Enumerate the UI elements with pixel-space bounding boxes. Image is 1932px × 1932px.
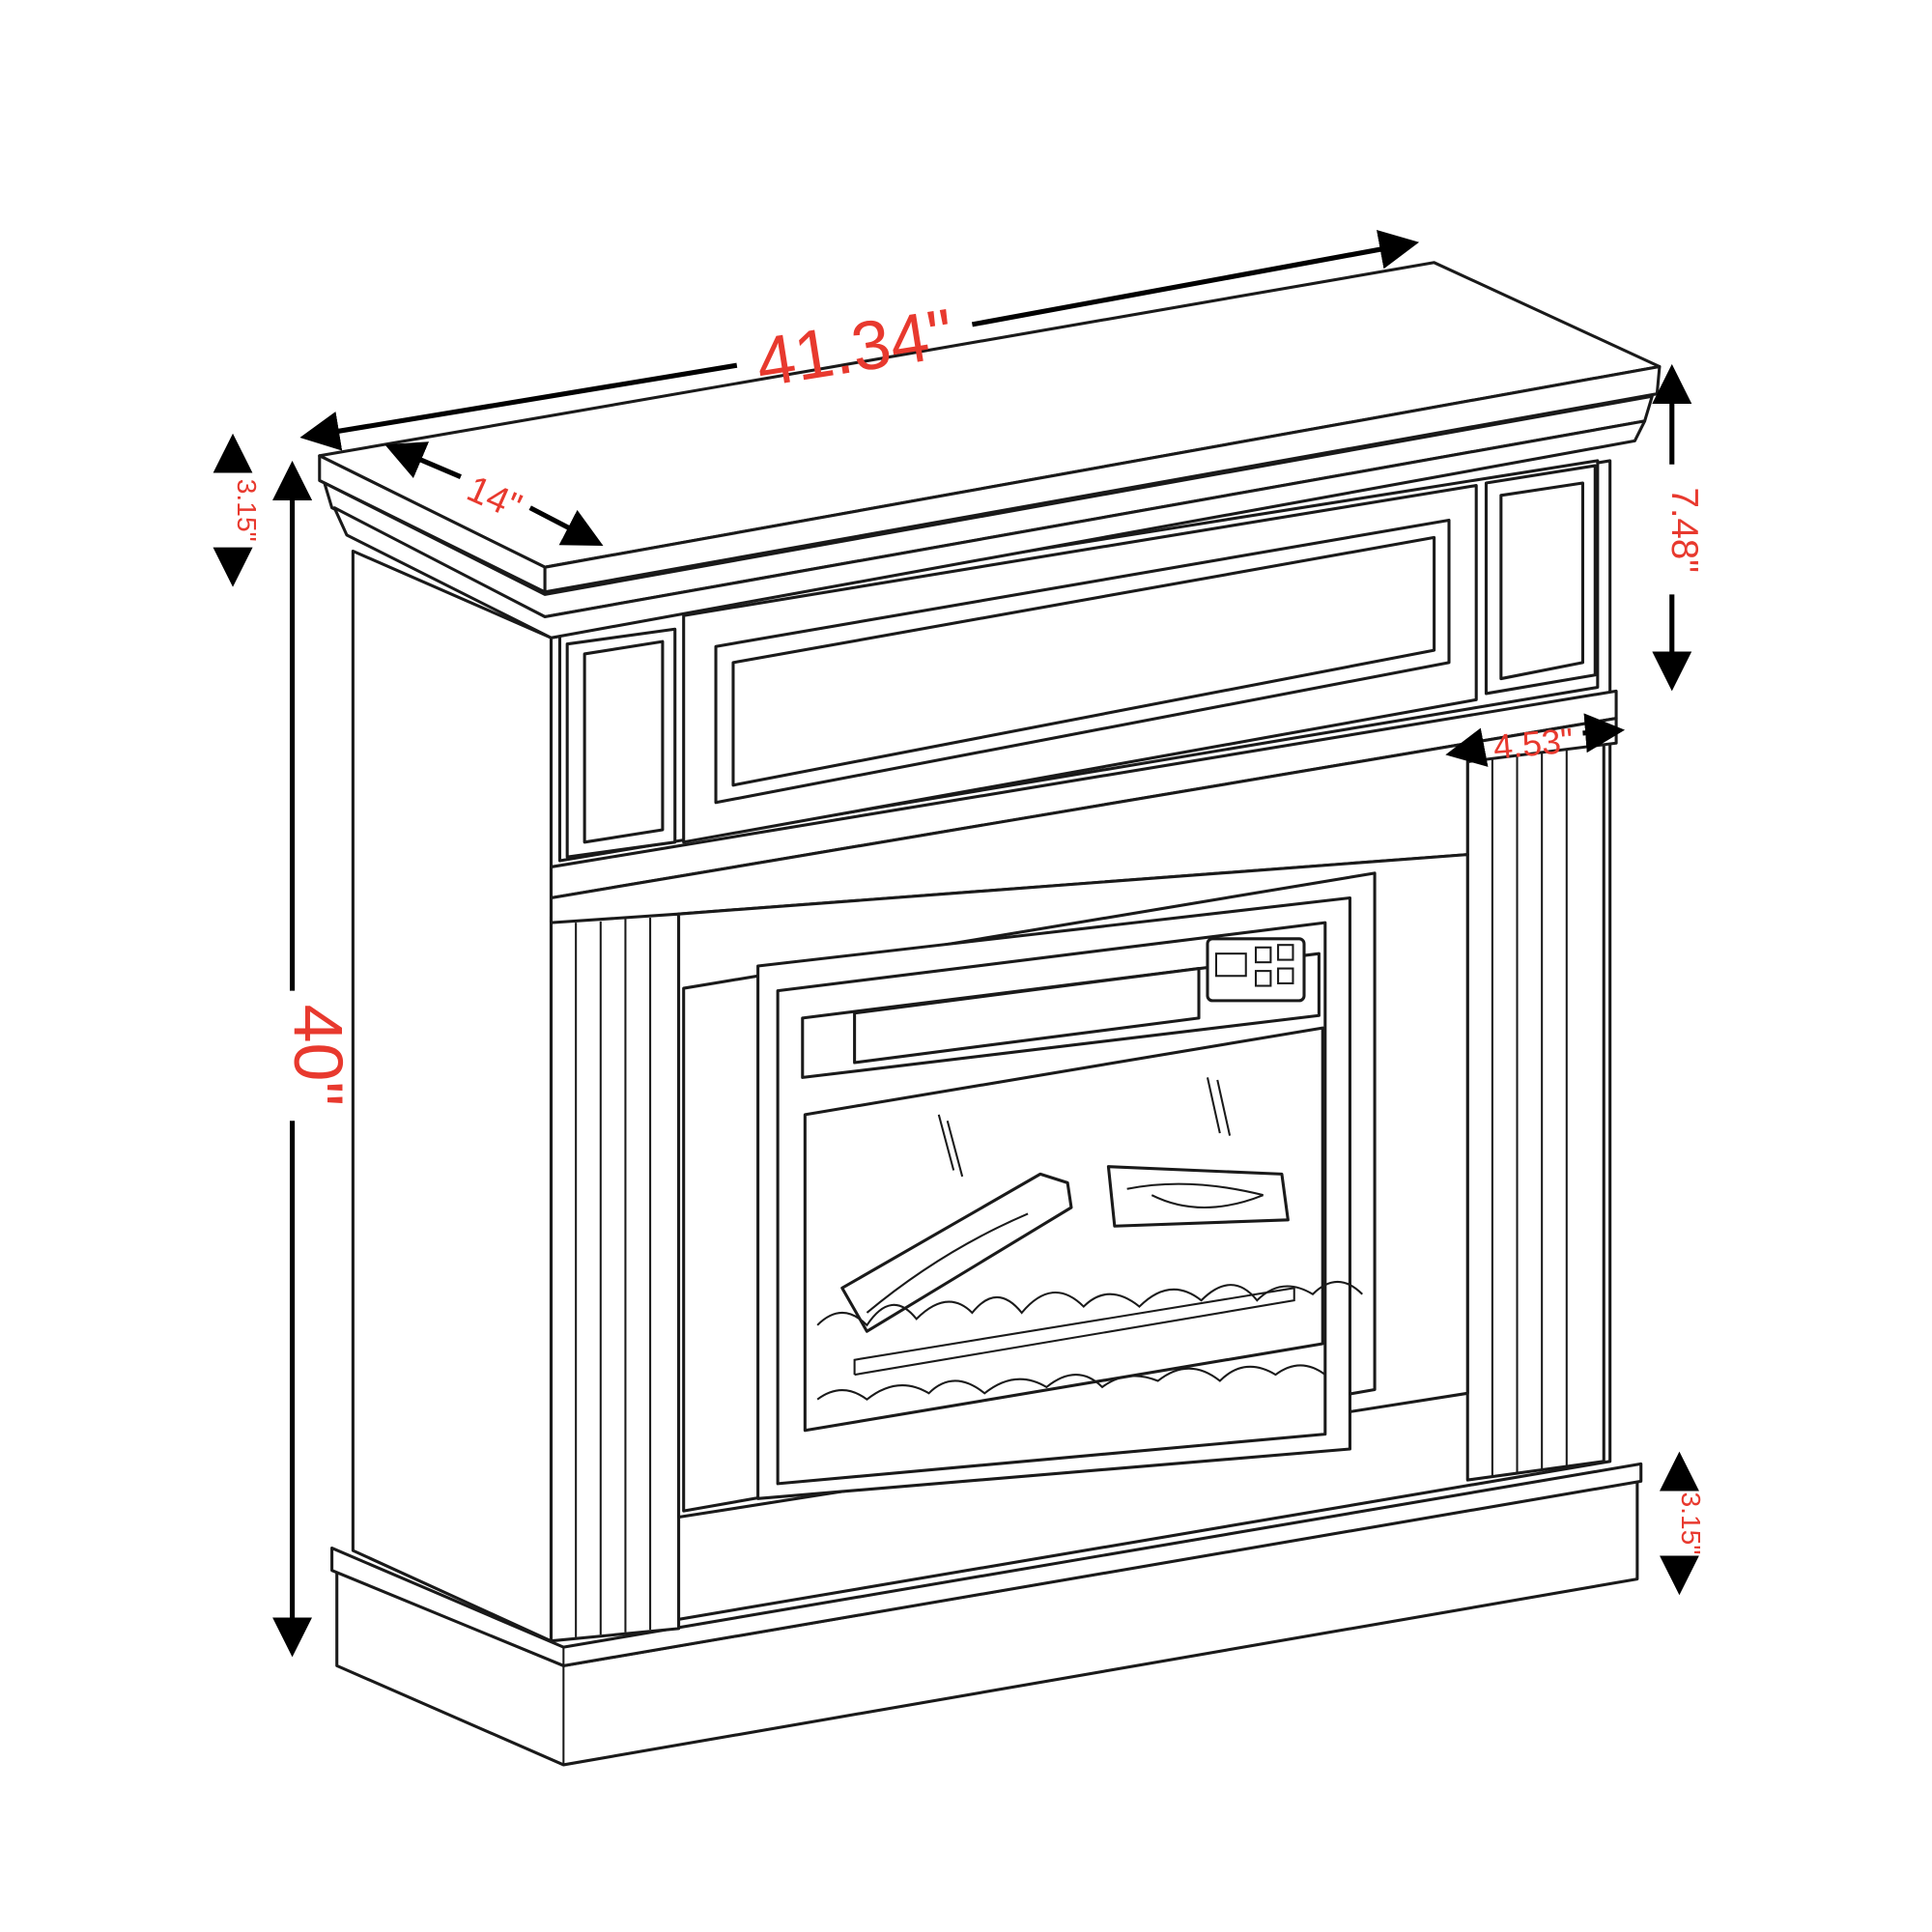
base-height-label: 3.15" xyxy=(1676,1492,1707,1554)
base-plinth xyxy=(330,1462,1643,1767)
top-thickness-label: 3.15" xyxy=(232,479,263,542)
heater-vent xyxy=(853,967,1201,1065)
left-side-panel xyxy=(351,549,554,1643)
right-fluted-pilaster xyxy=(1465,739,1605,1482)
logs-and-embers xyxy=(816,1165,1363,1402)
glass-reflection xyxy=(937,1077,1232,1178)
control-panel xyxy=(1206,937,1306,1003)
height-label: 40" xyxy=(279,1005,356,1106)
left-fluted-pilaster xyxy=(549,912,681,1643)
frieze xyxy=(549,459,1618,924)
firebox xyxy=(677,853,1469,1520)
mantel-top xyxy=(318,261,1662,639)
frieze-height-label: 7.48" xyxy=(1663,487,1705,573)
dimension-lines xyxy=(213,229,1699,1658)
glass-window xyxy=(803,1026,1324,1433)
pilaster-width-label: 4.53" xyxy=(1492,722,1575,767)
